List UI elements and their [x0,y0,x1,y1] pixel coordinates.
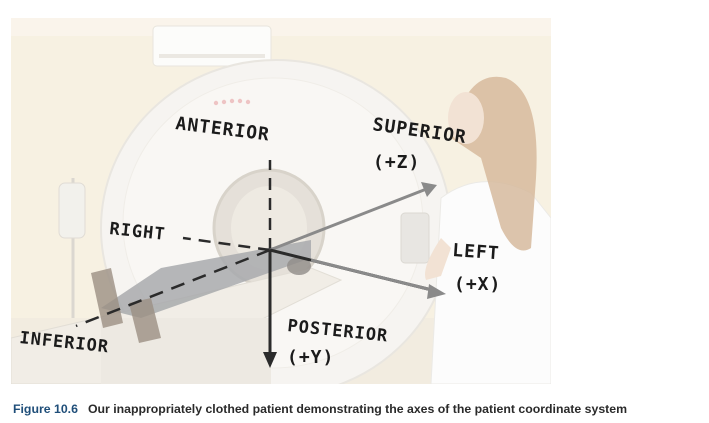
axes [75,160,446,368]
posterior-arrowhead [263,352,277,368]
patient-table [11,267,343,384]
figure-image: ANTERIOR SUPERIOR (+Z) RIGHT LEFT (+X) P… [11,18,551,384]
left-arrowhead [427,284,446,299]
inferior-axis-line [75,248,271,328]
air-conditioner [152,25,272,67]
left-label: LEFT [452,240,501,264]
superior-axis-arrow [269,186,430,252]
posterior-axis-label: (+Y) [287,347,334,368]
caption-text: Our inappropriately clothed patient demo… [87,402,628,416]
left-axis-label: (+X) [454,274,501,295]
figure-number: Figure 10.6 [13,402,78,416]
technician [425,76,551,384]
iv-stand [58,178,86,318]
patient [91,240,311,343]
figure-caption: Figure 10.6 Our inappropriately clothed p… [13,402,703,416]
right-axis-line [182,236,271,252]
superior-axis-label: (+Z) [373,152,420,173]
superior-arrowhead [421,182,437,197]
